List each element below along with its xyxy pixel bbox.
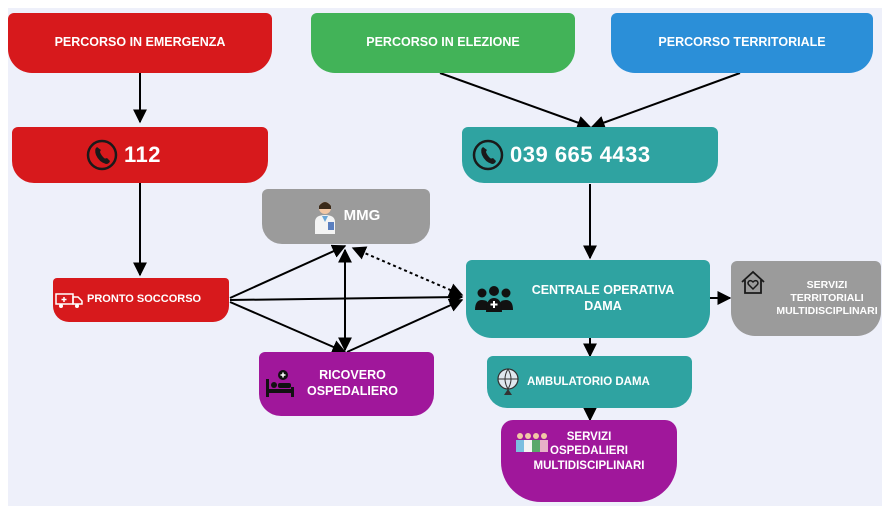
node-percorso-elezione: PERCORSO IN ELEZIONE (311, 13, 575, 73)
home-heart-icon (739, 269, 767, 295)
node-label: AMBULATORIO DAMA (527, 375, 650, 388)
node-phone-112: 112 (12, 127, 268, 183)
arrow-ricovero-centrale (346, 298, 464, 353)
phone-icon (86, 139, 118, 171)
node-label: MMG (343, 207, 381, 225)
phone-number-112: 112 (124, 142, 161, 168)
phone-icon (472, 139, 504, 171)
node-servizi-ospedalieri: SERVIZI OSPEDALIERI MULTIDISCIPLINARI (501, 420, 677, 502)
node-label: SERVIZI OSPEDALIERI MULTIDISCIPLINARI (533, 431, 645, 472)
node-label: PRONTO SOCCORSO (87, 293, 202, 306)
doctor-icon (312, 200, 338, 234)
node-percorso-emergenza: PERCORSO IN EMERGENZA (8, 13, 272, 73)
node-label: PERCORSO TERRITORIALE (658, 35, 826, 50)
node-ricovero-ospedaliero: RICOVERO OSPEDALIERO (259, 352, 434, 416)
location-globe-icon (495, 367, 521, 397)
node-ambulatorio-dama: AMBULATORIO DAMA (487, 356, 692, 408)
node-label: CENTRALE OPERATIVA DAMA (531, 283, 675, 313)
hospital-bed-icon (265, 369, 295, 399)
medical-team-icon (474, 284, 514, 314)
arrow-pronto-ricovero (229, 301, 347, 354)
ambulance-icon (55, 291, 83, 309)
arrow-elezione-dama (439, 72, 592, 130)
node-label: PERCORSO IN EMERGENZA (54, 35, 226, 50)
dotted-arrow-mmg-centrale (351, 246, 464, 297)
node-pronto-soccorso: PRONTO SOCCORSO (53, 278, 229, 322)
node-label: SERVIZI TERRITORIALI MULTIDISCIPLINARI (776, 279, 878, 318)
medical-staff-icon (515, 432, 549, 452)
arrow-pronto-mmg (229, 244, 347, 299)
phone-number-dama: 039 665 4433 (510, 142, 651, 168)
node-phone-dama: 039 665 4433 (462, 127, 718, 183)
node-percorso-territoriale: PERCORSO TERRITORIALE (611, 13, 873, 73)
arrow-territoriale-dama (590, 72, 741, 130)
node-servizi-territoriali: SERVIZI TERRITORIALI MULTIDISCIPLINARI (731, 261, 881, 336)
node-mmg: MMG (262, 189, 430, 244)
node-label: RICOVERO OSPEDALIERO (307, 368, 398, 398)
node-centrale-operativa: CENTRALE OPERATIVA DAMA (466, 260, 710, 338)
node-label: PERCORSO IN ELEZIONE (366, 35, 520, 50)
